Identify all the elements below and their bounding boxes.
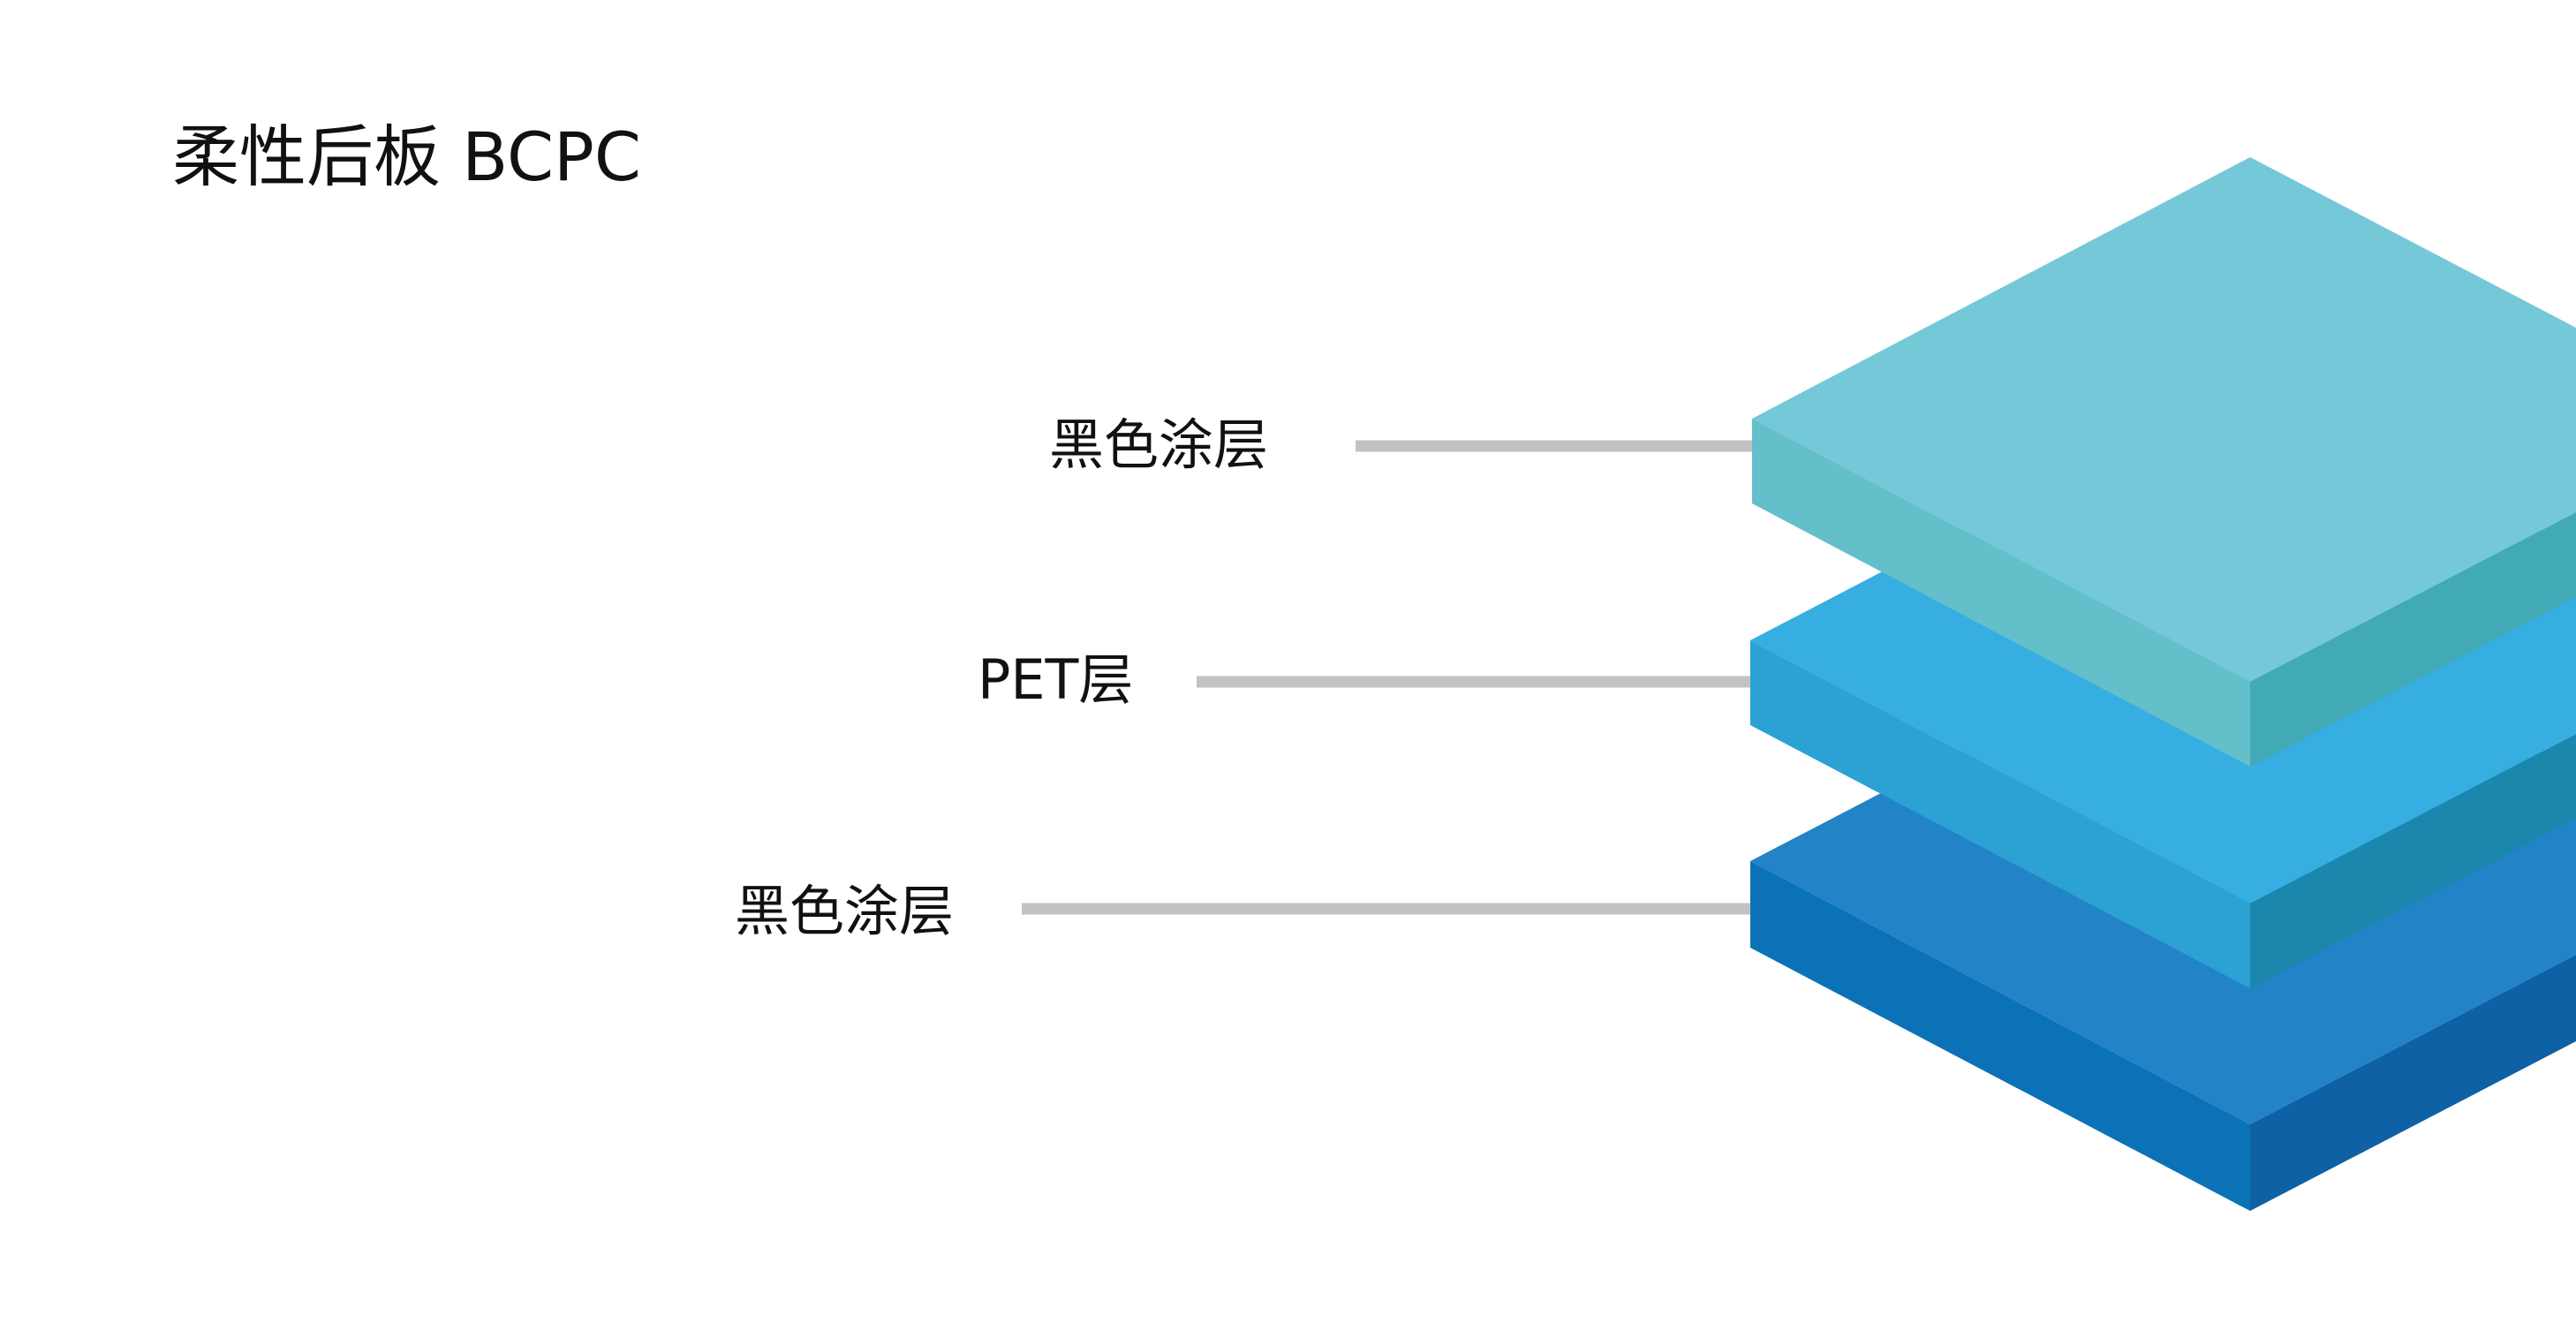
label-bottom-layer: 黑色涂层: [735, 879, 954, 943]
layer-top-top-face: [1752, 157, 2576, 682]
layer-top-right-face: [2250, 512, 2576, 767]
layer-middle-right-face: [2250, 734, 2576, 988]
layer-top-black-coating: [1752, 157, 2576, 767]
layer-middle-left-face: [1750, 640, 2250, 988]
diagram-title: 柔性后板 BCPC: [172, 117, 641, 196]
layer-top-left-face: [1752, 419, 2250, 767]
layer-bottom-left-face: [1750, 861, 2250, 1211]
layer-bottom-right-face: [2250, 955, 2576, 1211]
label-top-layer: 黑色涂层: [1049, 412, 1268, 477]
label-middle-layer: PET层: [978, 647, 1133, 712]
